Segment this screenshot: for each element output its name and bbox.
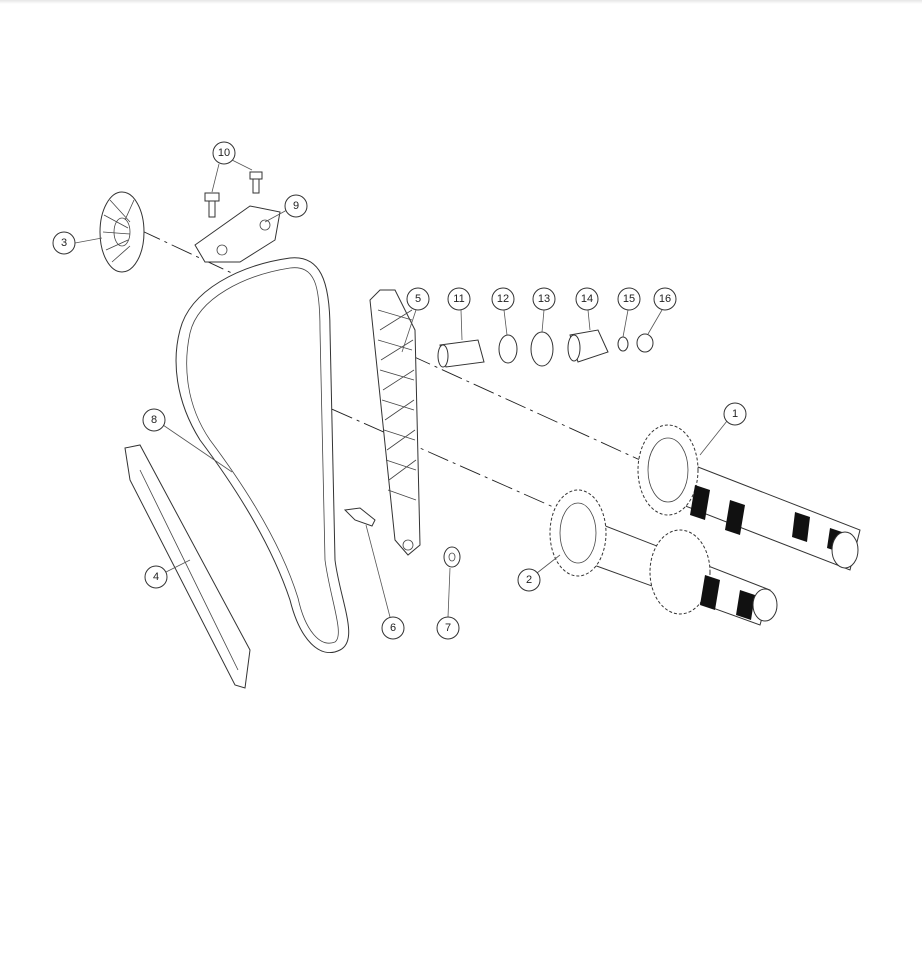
svg-text:14: 14 xyxy=(581,293,593,305)
svg-text:5: 5 xyxy=(415,293,421,305)
svg-text:13: 13 xyxy=(538,293,550,305)
part-13-seal-ring xyxy=(530,331,554,367)
svg-text:7: 7 xyxy=(445,622,451,634)
top-border xyxy=(0,0,922,4)
callout-12: 12 xyxy=(491,287,515,311)
leader-lines xyxy=(74,159,728,618)
callout-6: 6 xyxy=(381,616,405,640)
part-6-pin xyxy=(343,507,376,527)
callout-13: 13 xyxy=(532,287,556,311)
callout-10: 10 xyxy=(212,141,236,165)
part-15-o-ring xyxy=(617,336,629,352)
svg-text:4: 4 xyxy=(153,571,159,583)
part-3-sprocket xyxy=(99,191,145,273)
svg-text:10: 10 xyxy=(218,147,230,159)
svg-text:8: 8 xyxy=(151,414,157,426)
part-16-cap xyxy=(636,333,654,353)
svg-text:15: 15 xyxy=(623,293,635,305)
part-10-bolts xyxy=(204,171,263,218)
part-5-tensioner-guide xyxy=(369,289,421,556)
callout-11: 11 xyxy=(447,287,471,311)
svg-text:16: 16 xyxy=(659,293,671,305)
part-1-camshaft xyxy=(637,424,861,571)
callout-1: 1 xyxy=(723,402,747,426)
part-11-tensioner-body xyxy=(437,339,485,368)
svg-text:11: 11 xyxy=(453,293,464,305)
part-7-bushing xyxy=(443,546,461,568)
svg-text:2: 2 xyxy=(526,574,532,586)
part-2-camshaft xyxy=(549,489,778,626)
part-8-timing-chain xyxy=(175,257,350,653)
svg-text:1: 1 xyxy=(732,408,738,420)
axis-line-cam2 xyxy=(299,394,561,511)
svg-text:9: 9 xyxy=(293,200,299,212)
callout-5: 5 xyxy=(406,287,430,311)
callout-7: 7 xyxy=(436,616,460,640)
callout-3: 3 xyxy=(52,231,76,255)
callout-4: 4 xyxy=(144,565,168,589)
callout-9: 9 xyxy=(284,194,308,218)
callout-2: 2 xyxy=(517,568,541,592)
part-12-washer xyxy=(498,334,518,364)
axis-line-cam1 xyxy=(409,354,641,461)
part-14-plug xyxy=(567,329,609,363)
callout-15: 15 xyxy=(617,287,641,311)
callout-14: 14 xyxy=(575,287,599,311)
part-9-bracket xyxy=(194,205,281,263)
callout-16: 16 xyxy=(653,287,677,311)
svg-text:12: 12 xyxy=(497,293,509,305)
svg-text:6: 6 xyxy=(390,622,396,634)
callout-8: 8 xyxy=(142,408,166,432)
svg-text:3: 3 xyxy=(61,237,67,249)
